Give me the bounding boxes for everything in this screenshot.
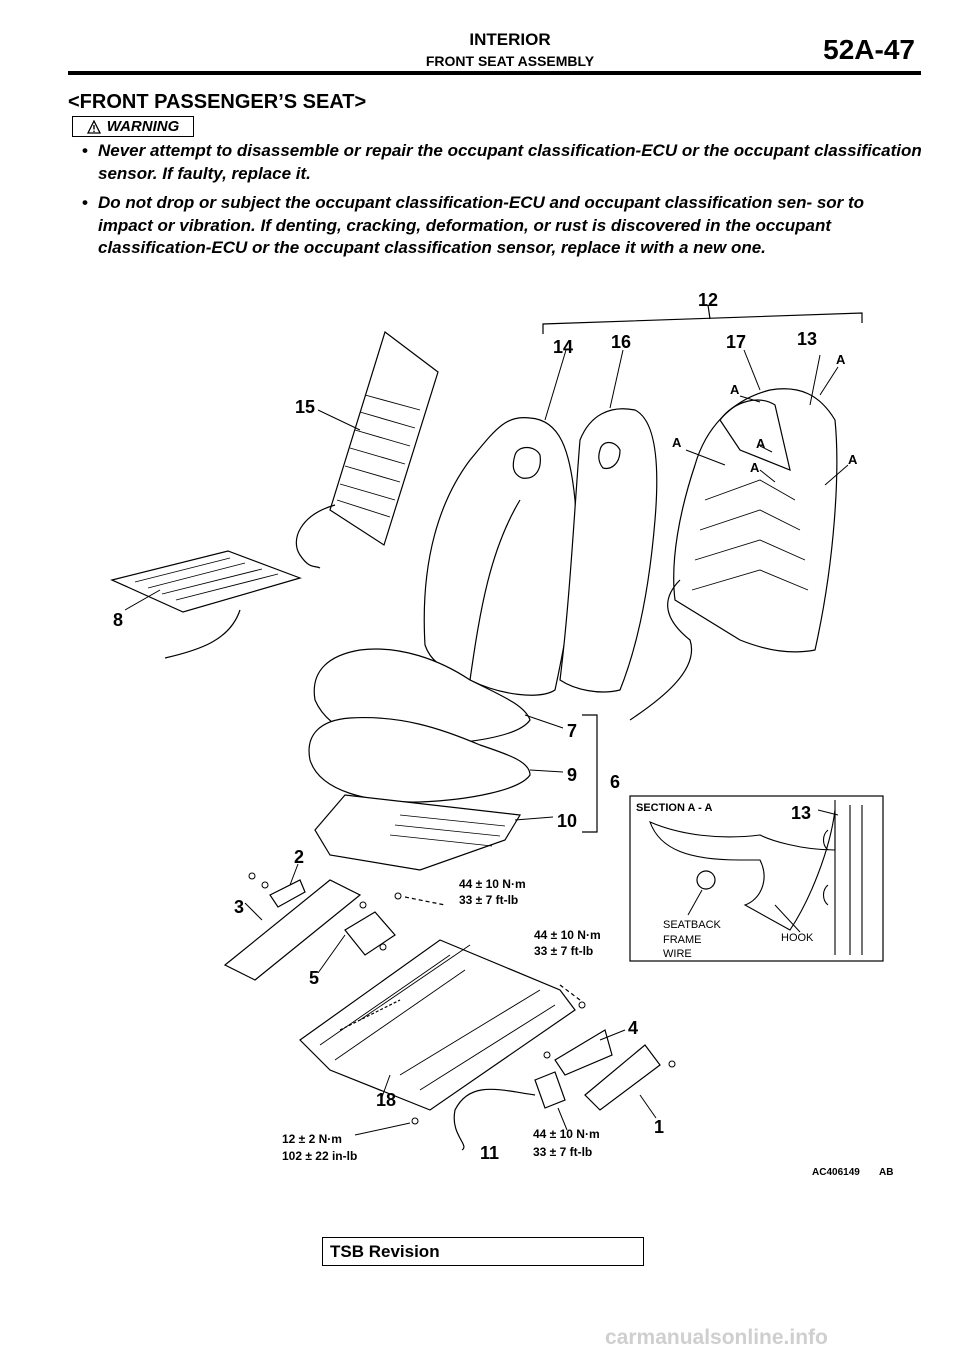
inset-callout-13: 13	[791, 803, 811, 823]
group-bracket-12	[542, 312, 863, 334]
section-mark-a: A	[672, 435, 682, 450]
cushion-pan-grid	[389, 814, 506, 847]
warning-item: • Never attempt to disassemble or repair…	[72, 140, 922, 185]
warning-triangle-icon	[86, 119, 101, 134]
callout-17: 17	[726, 332, 746, 352]
bolts	[248, 872, 676, 1125]
torque-labels: 44 ± 10 N·m 33 ± 7 ft-lb 44 ± 10 N·m 33 …	[282, 877, 601, 1163]
page-number: 52A-47	[823, 34, 915, 65]
frame-springs	[691, 479, 809, 591]
callout-9: 9	[567, 765, 577, 785]
callout-14: 14	[553, 337, 573, 357]
warning-list: • Never attempt to disassemble or repair…	[72, 140, 922, 267]
seatback-cover-seam	[469, 499, 521, 681]
inset-hook	[822, 800, 836, 955]
warning-label: WARNING	[106, 118, 180, 135]
inset-wire-section	[696, 870, 716, 890]
torque-4-imperial: 102 ± 22 in-lb	[282, 1149, 357, 1163]
header-rule	[68, 71, 921, 75]
cushion-pan	[314, 794, 521, 871]
torque-2-metric: 44 ± 10 N·m	[534, 928, 601, 942]
inset-rail	[849, 805, 863, 955]
callout-13: 13	[797, 329, 817, 349]
headrest-opening	[512, 446, 541, 479]
adjuster-spring	[339, 999, 401, 1031]
header-title: INTERIOR	[469, 30, 551, 49]
inset-label-wire: WIRE	[663, 948, 692, 960]
callout-7: 7	[567, 721, 577, 741]
seatback-cover	[423, 417, 577, 696]
callout-1: 1	[654, 1117, 664, 1137]
callout-16: 16	[611, 332, 631, 352]
inner-bracket	[344, 911, 396, 956]
seatbelt-buckle	[534, 1071, 566, 1109]
inset-label-hook: HOOK	[781, 932, 814, 944]
torque-3-imperial: 33 ± 7 ft-lb	[533, 1145, 592, 1159]
figure-id: AC406149	[812, 1167, 860, 1178]
callout-18: 18	[376, 1090, 396, 1110]
inset-frame-section	[649, 809, 836, 931]
cushion-heater-pad	[110, 550, 302, 613]
inset-title: SECTION A - A	[636, 802, 712, 814]
inset-label-frame: FRAME	[663, 934, 702, 946]
buckle-harness	[453, 1088, 536, 1151]
seatback-pad-opening	[598, 441, 621, 470]
callout-6: 6	[610, 772, 620, 792]
section-title: <FRONT PASSENGER’S SEAT>	[68, 91, 367, 113]
header-subtitle: FRONT SEAT ASSEMBLY	[425, 53, 595, 69]
tsb-revision-box: TSB Revision	[322, 1237, 644, 1266]
bullet-icon: •	[82, 193, 88, 212]
section-mark-a: A	[848, 452, 858, 467]
warning-box: WARNING	[72, 116, 194, 137]
adjuster-rails	[319, 944, 556, 1091]
leader-lines	[124, 349, 821, 1136]
seatback-heater-harness	[295, 504, 336, 569]
callout-15: 15	[295, 397, 315, 417]
bullet-icon: •	[82, 141, 88, 160]
callout-2: 2	[294, 847, 304, 867]
cushion-heater-pattern	[134, 557, 279, 601]
frame-wire	[719, 399, 791, 471]
inset-label-seatback: SEATBACK	[663, 919, 722, 931]
cushion-heater-harness	[164, 609, 241, 659]
seat-assembly-diagram: 12 14 16 17 13 15 8 7 9 6 10 2 3 5 4 18 …	[110, 290, 893, 1178]
inner-cover-bracket	[554, 1029, 613, 1076]
torque-1-metric: 44 ± 10 N·m	[459, 877, 526, 891]
callouts: 12 14 16 17 13 15 8 7 9 6 10 2 3 5 4 18 …	[113, 290, 817, 1163]
outer-side-cover	[223, 879, 362, 981]
recliner-lever	[269, 879, 306, 908]
callout-3: 3	[234, 897, 244, 917]
seat-adjuster	[299, 939, 576, 1111]
footer-watermark: carmanualsonline.info	[605, 1326, 828, 1349]
heater-element-pattern	[336, 394, 421, 518]
callout-11: 11	[480, 1143, 499, 1163]
warning-item-text: Do not drop or subject the occupant clas…	[98, 193, 865, 257]
section-marks: A A A A A A	[672, 352, 858, 475]
warning-item: • Do not drop or subject the occupant cl…	[72, 192, 922, 260]
callout-5: 5	[309, 968, 319, 988]
ecu-harness	[629, 579, 693, 721]
callout-10: 10	[557, 811, 577, 831]
section-a-arrows	[685, 366, 849, 486]
callout-8: 8	[113, 610, 123, 630]
torque-2-imperial: 33 ± 7 ft-lb	[534, 944, 593, 958]
callout-12: 12	[698, 290, 718, 310]
figure-suffix: AB	[879, 1167, 893, 1178]
section-a-inset: SECTION A - A 13 SEATBACK FRAME WIRE HOO…	[629, 795, 884, 962]
torque-3-metric: 44 ± 10 N·m	[533, 1127, 600, 1141]
section-mark-a: A	[756, 436, 766, 451]
inner-side-cover	[584, 1044, 661, 1111]
torque-4-metric: 12 ± 2 N·m	[282, 1132, 342, 1146]
group-bracket-6	[582, 714, 598, 833]
warning-item-text: Never attempt to disassemble or repair t…	[98, 141, 922, 183]
torque-1-imperial: 33 ± 7 ft-lb	[459, 893, 518, 907]
section-mark-a: A	[836, 352, 846, 367]
seatback-pad	[559, 408, 658, 693]
seatback-frame	[673, 388, 838, 653]
callout-4: 4	[628, 1018, 638, 1038]
section-mark-a: A	[750, 460, 760, 475]
section-mark-a: A	[730, 382, 740, 397]
